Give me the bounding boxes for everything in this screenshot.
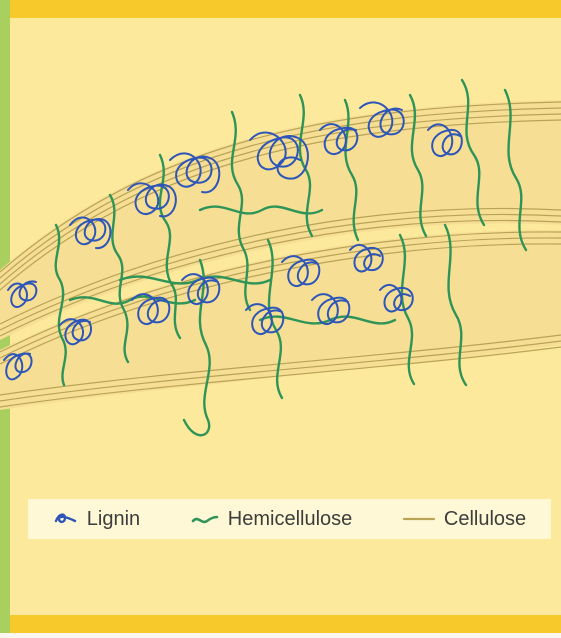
legend-item-lignin: Lignin: [53, 508, 140, 531]
legend-label-cellulose: Cellulose: [444, 508, 526, 531]
legend-label-hemicellulose: Hemicellulose: [228, 508, 353, 531]
cellulose-swatch-icon: [402, 509, 436, 529]
lignin-swatch-icon: [53, 509, 79, 529]
top-band: [8, 0, 561, 18]
hemicellulose-swatch-icon: [190, 509, 220, 529]
legend-label-lignin: Lignin: [87, 508, 140, 531]
legend-item-hemicellulose: Hemicellulose: [190, 508, 353, 531]
bottom-band: [8, 615, 561, 633]
legend: Lignin Hemicellulose Cellulose: [28, 499, 551, 539]
legend-item-cellulose: Cellulose: [402, 508, 526, 531]
